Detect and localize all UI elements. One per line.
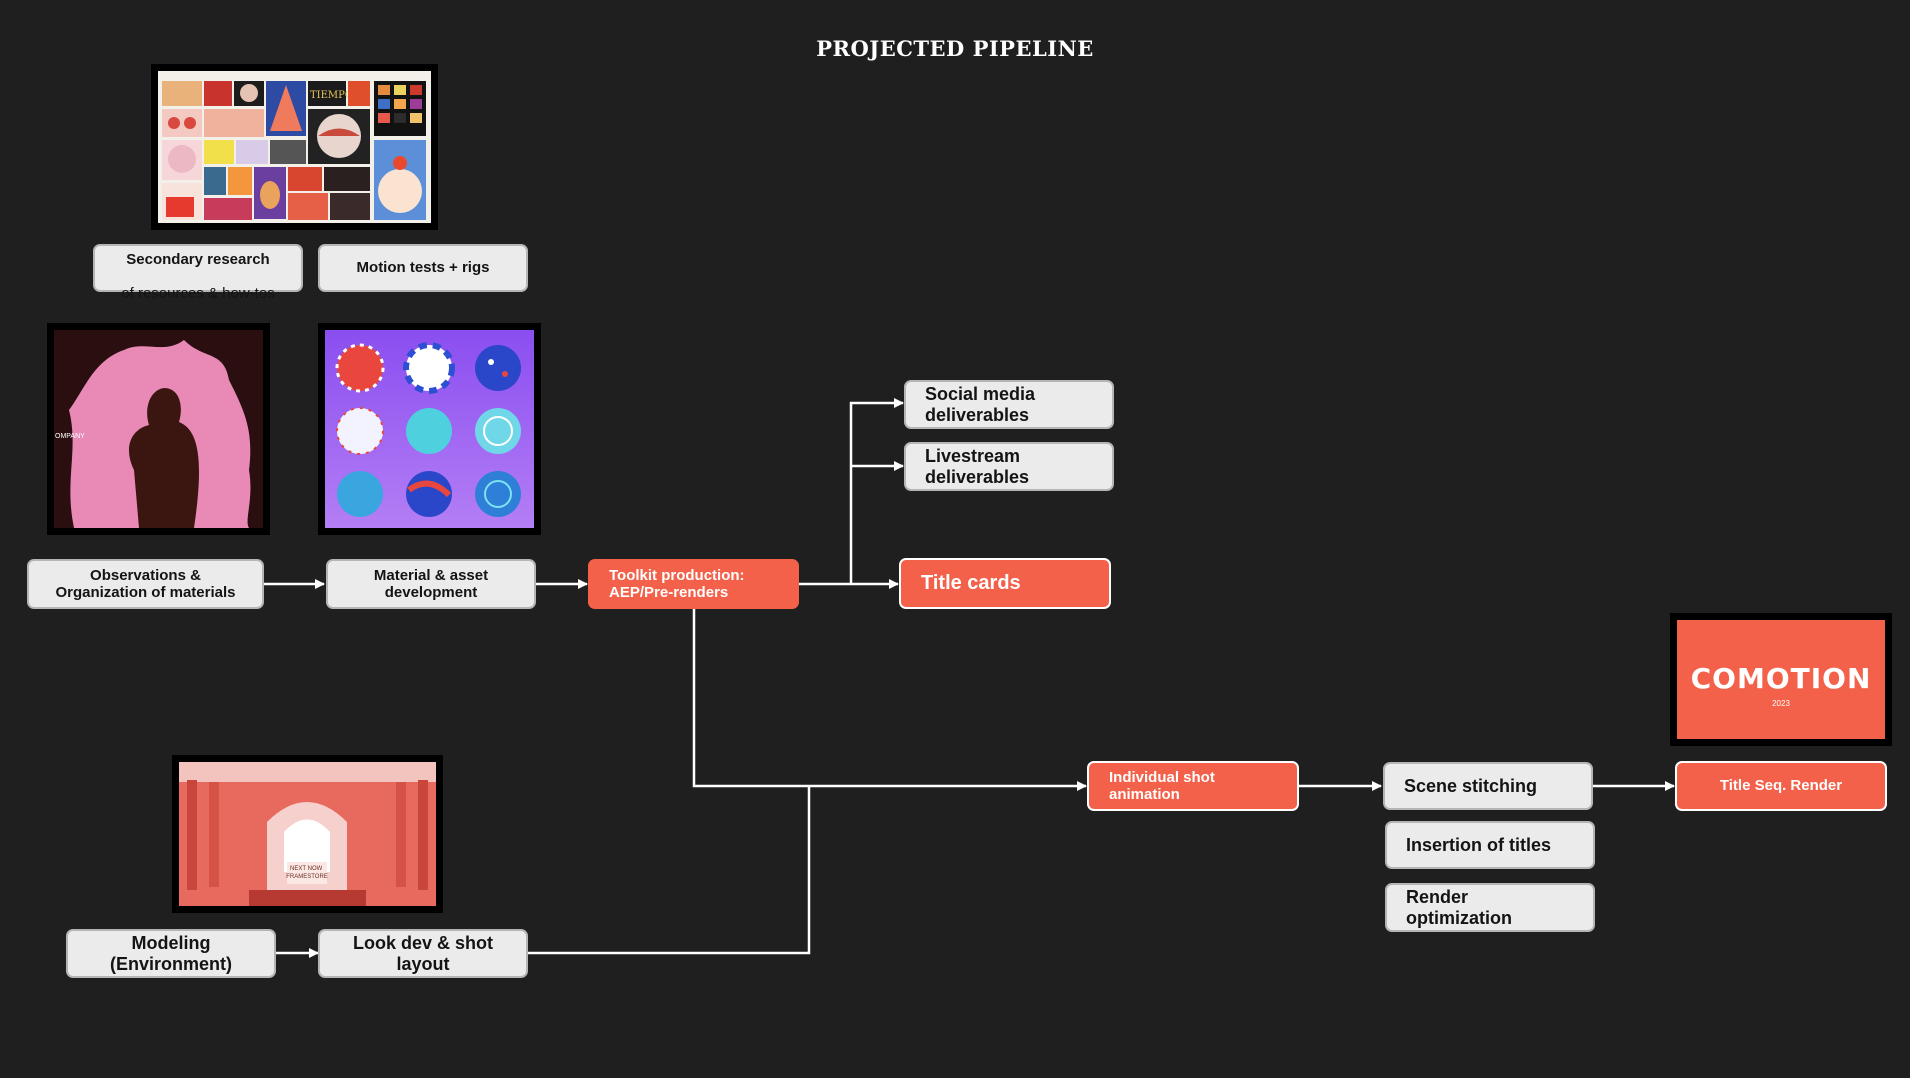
- node-render-optimization-label: Render optimization: [1406, 886, 1512, 928]
- page-title: PROJECTED PIPELINE: [816, 36, 1094, 61]
- node-observations-label: Observations & Organization of materials: [55, 566, 236, 601]
- figure-label: OMPANY: [55, 433, 85, 440]
- hallway-label: NEXT NOW FRAMESTORE: [286, 866, 328, 880]
- node-secondary-research: Secondary research of resources & how-to…: [93, 244, 303, 302]
- comotion-year: 2023: [1772, 699, 1790, 708]
- node-scene-stitching-label: Scene stitching: [1404, 775, 1538, 796]
- node-motion-tests: Motion tests + rigs: [318, 244, 528, 292]
- node-insertion-titles-label: Insertion of titles: [1406, 834, 1552, 855]
- node-modeling-label: Modeling (Environment): [109, 932, 232, 974]
- node-toolkit-production: Toolkit production: AEP/Pre-renders: [588, 559, 799, 609]
- node-toolkit-production-label: Toolkit production: AEP/Pre-renders: [609, 566, 745, 601]
- node-look-dev-label: Look dev & shot layout: [352, 932, 493, 974]
- node-insertion-titles: Insertion of titles: [1385, 821, 1595, 869]
- node-scene-stitching: Scene stitching: [1383, 762, 1593, 810]
- node-motion-tests-label: Motion tests + rigs: [356, 259, 490, 277]
- node-livestream-label: Livestream deliverables: [925, 445, 1030, 487]
- arrow-toolkit-to-social: [849, 398, 904, 584]
- moodboard-image: TIEMPO: [151, 64, 438, 230]
- node-secondary-research-sub: of resources & how-tos: [121, 285, 275, 303]
- node-material-asset-label: Material & asset development: [373, 566, 489, 601]
- hallway-render-image: NEXT NOW FRAMESTORE: [172, 755, 443, 913]
- node-title-seq-render-label: Title Seq. Render: [1719, 777, 1843, 795]
- comotion-render-image: COMOTION 2023: [1670, 613, 1892, 746]
- node-livestream: Livestream deliverables: [904, 442, 1114, 491]
- node-secondary-research-label: Secondary research: [126, 250, 270, 268]
- node-title-cards-label: Title cards: [921, 572, 1021, 594]
- node-observations: Observations & Organization of materials: [27, 559, 264, 609]
- node-individual-shot-label: Individual shot animation: [1109, 768, 1215, 803]
- comotion-logo: COMOTION: [1691, 662, 1872, 695]
- node-material-asset: Material & asset development: [326, 559, 536, 609]
- figure-portrait-image: OMPANY: [47, 323, 270, 535]
- node-social-media-label: Social media deliverables: [925, 383, 1036, 425]
- node-title-seq-render: Title Seq. Render: [1675, 761, 1887, 811]
- spheres-image: [318, 323, 541, 535]
- node-title-cards: Title cards: [899, 558, 1111, 609]
- node-look-dev: Look dev & shot layout: [318, 929, 528, 978]
- moodboard-label: TIEMPO: [310, 90, 353, 101]
- arrow-lookdev-to-individual-shot: [528, 786, 811, 955]
- node-individual-shot: Individual shot animation: [1087, 761, 1299, 811]
- node-render-optimization: Render optimization: [1385, 883, 1595, 932]
- arrow-toolkit-to-individual-shot: [692, 606, 1087, 791]
- node-social-media: Social media deliverables: [904, 380, 1114, 429]
- node-modeling: Modeling (Environment): [66, 929, 276, 978]
